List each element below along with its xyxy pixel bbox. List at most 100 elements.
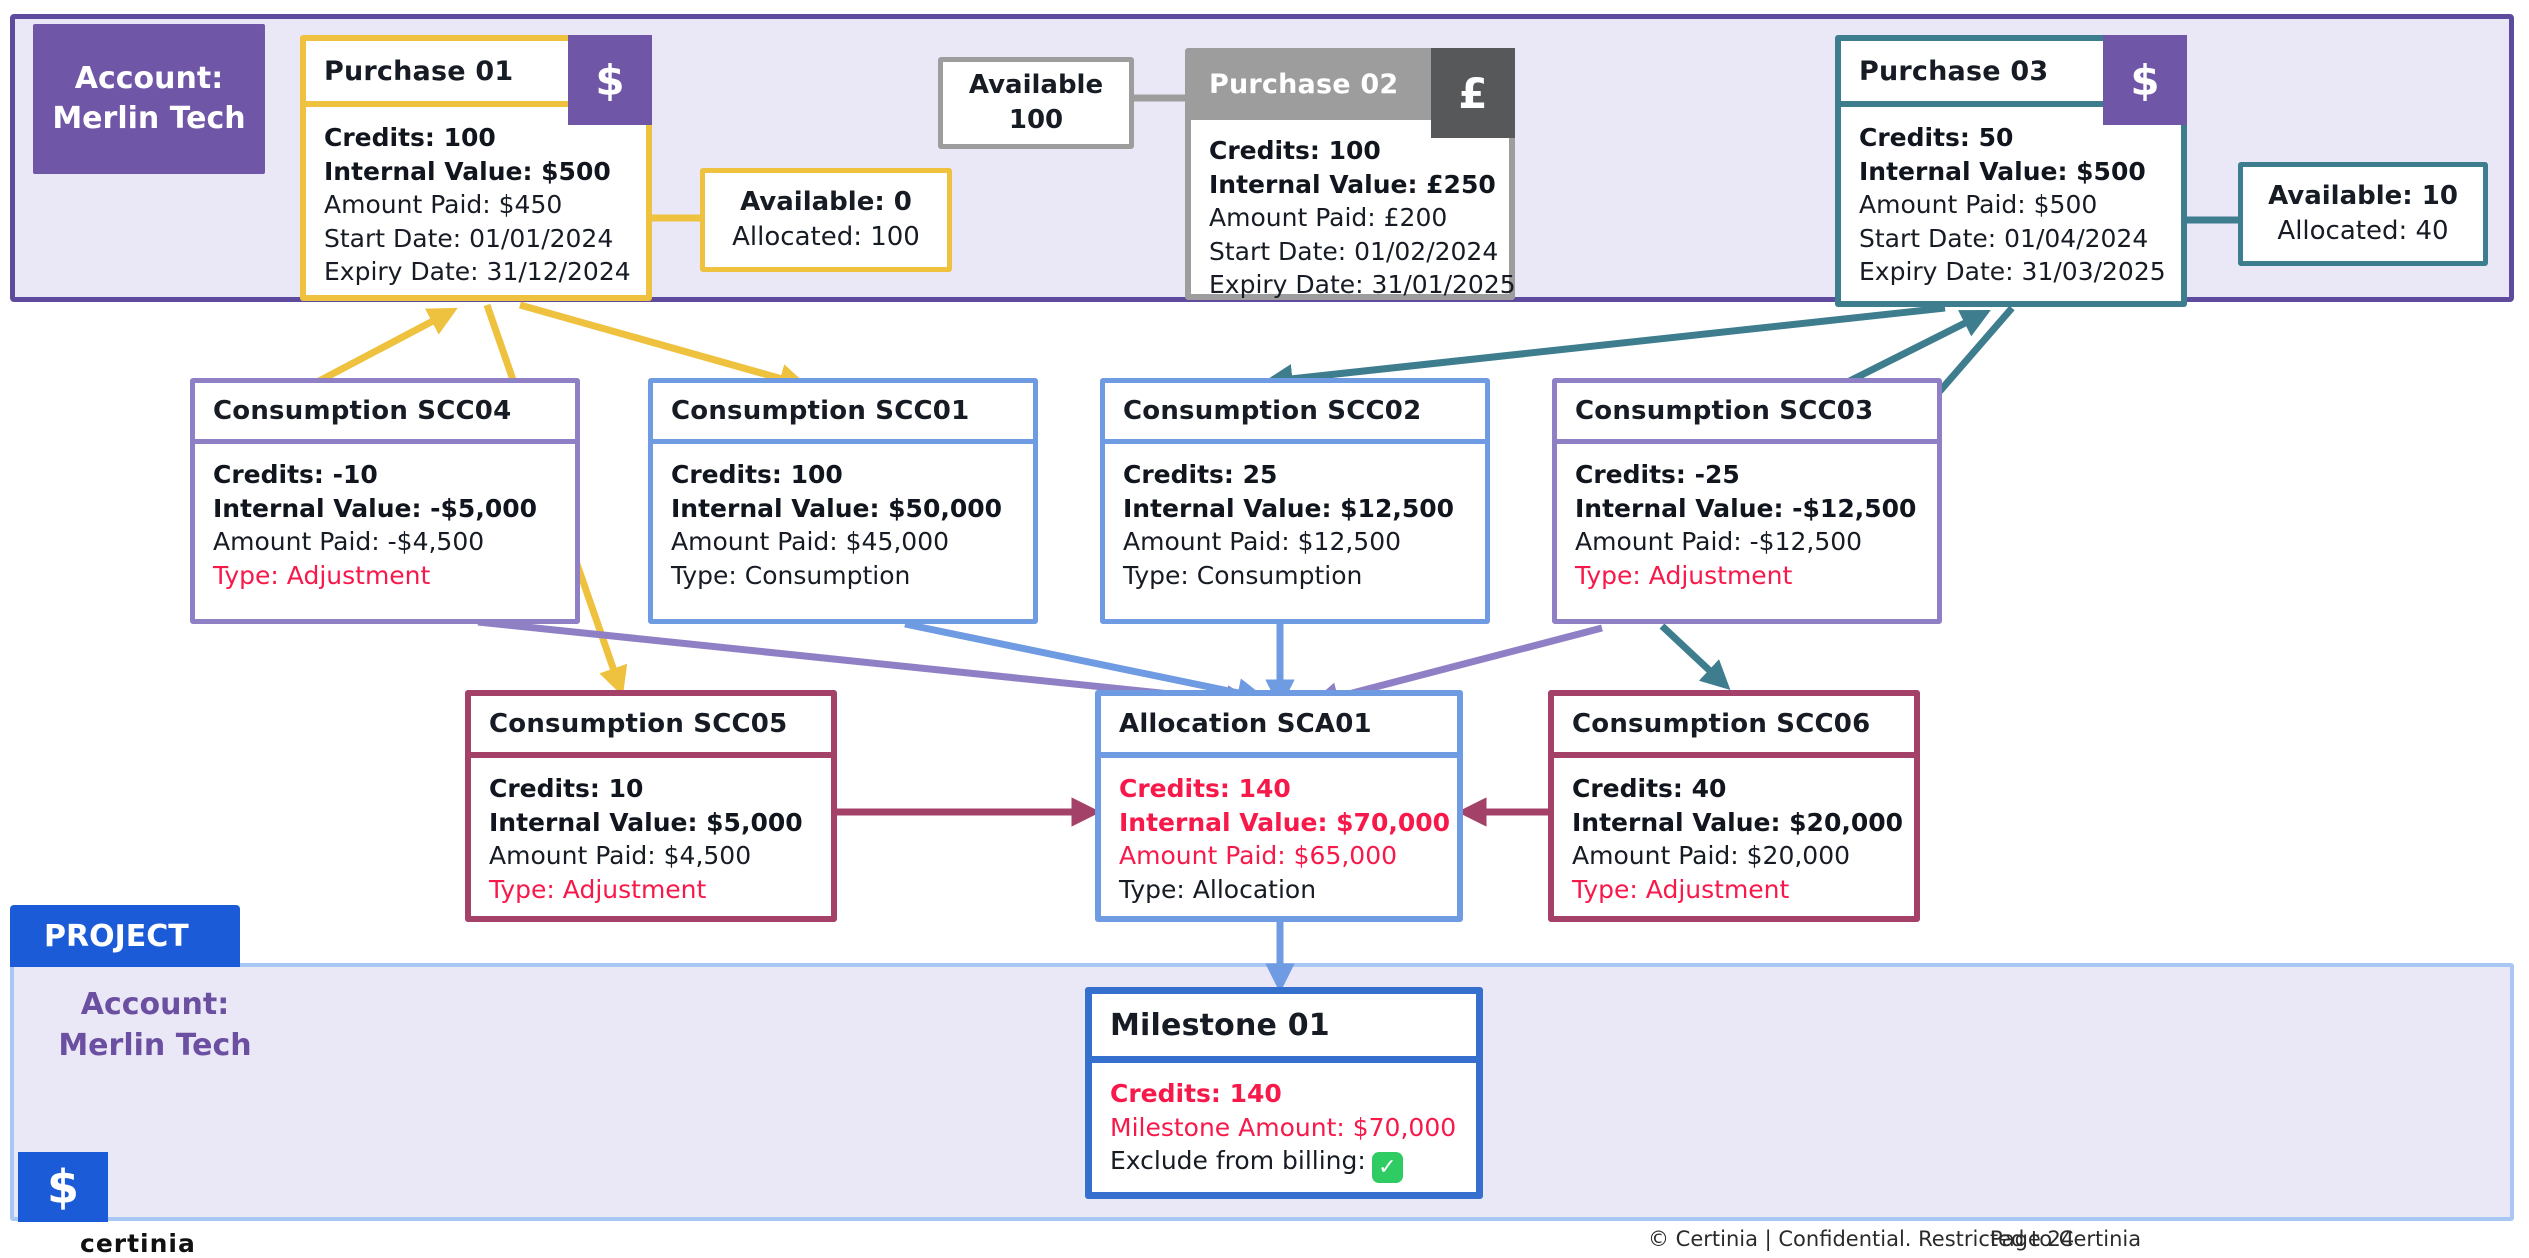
allocation-sca01-card: Allocation SCA01 Credits: 140 Internal V…: [1095, 690, 1463, 922]
p02-available-box: Available 100: [938, 57, 1134, 149]
purchase-02-card: Purchase 02 £ Credits: 100 Internal Valu…: [1185, 48, 1516, 300]
expiry-line: Expiry Date: 31/12/2024: [324, 257, 631, 286]
paid-line: Amount Paid: $4,500: [489, 841, 752, 870]
type-line: Type: Adjustment: [213, 560, 431, 590]
purchase-01-card: Purchase 01 $ Credits: 100 Internal Valu…: [300, 35, 652, 301]
consumption-scc04-card: Consumption SCC04 Credits: -10 Internal …: [190, 378, 580, 624]
internal-line: Internal Value: $500: [324, 156, 611, 186]
paid-line: Amount Paid: -$12,500: [1575, 527, 1863, 556]
credits-line: Credits: 140: [1119, 774, 1291, 803]
consumption-scc06-card: Consumption SCC06 Credits: 40 Internal V…: [1548, 690, 1920, 922]
milestone-body: Credits: 140 Milestone Amount: $70,000 E…: [1092, 1063, 1476, 1197]
internal-line: Internal Value: £250: [1209, 169, 1496, 199]
account-label-line1: Account:: [80, 987, 230, 1022]
paid-line: Amount Paid: $65,000: [1119, 841, 1398, 870]
scc04-body: Credits: -10 Internal Value: -$5,000 Amo…: [195, 444, 575, 606]
milestone-header: Milestone 01: [1092, 994, 1476, 1063]
dollar-glyph: $: [46, 1160, 79, 1214]
credits-line: Credits: 100: [1209, 136, 1381, 165]
scc05-body: Credits: 10 Internal Value: $5,000 Amoun…: [471, 758, 831, 920]
project-tab-label: PROJECT: [44, 918, 189, 954]
scc06-body: Credits: 40 Internal Value: $20,000 Amou…: [1554, 758, 1914, 920]
start-line: Start Date: 01/02/2024: [1209, 236, 1499, 266]
allocated-line: Allocated: 100: [732, 222, 920, 252]
scc02-header: Consumption SCC02: [1105, 383, 1485, 444]
account-label-top: Account: Merlin Tech: [33, 24, 265, 174]
scc05-header: Consumption SCC05: [471, 696, 831, 758]
credits-line: Credits: -10: [213, 460, 378, 489]
type-line: Type: Adjustment: [1572, 874, 1790, 904]
available-value: 100: [1008, 105, 1064, 135]
milestone-01-card: Milestone 01 Credits: 140 Milestone Amou…: [1085, 987, 1483, 1199]
account-label-line1: Account:: [74, 60, 224, 96]
card-title: Consumption SCC03: [1575, 396, 1874, 426]
scc03-header: Consumption SCC03: [1557, 383, 1937, 444]
consumption-scc02-card: Consumption SCC02 Credits: 25 Internal V…: [1100, 378, 1490, 624]
paid-line: Amount Paid: $450: [324, 190, 563, 219]
sca01-header: Allocation SCA01: [1101, 696, 1457, 758]
scc03-body: Credits: -25 Internal Value: -$12,500 Am…: [1557, 444, 1937, 606]
sca01-body: Credits: 140 Internal Value: $70,000 Amo…: [1101, 758, 1457, 920]
card-title: Consumption SCC05: [489, 709, 788, 739]
credits-line: Credits: 100: [324, 123, 496, 152]
dollar-badge-icon: $: [2103, 35, 2187, 125]
account-label-project: Account: Merlin Tech: [30, 985, 280, 1066]
card-title: Consumption SCC01: [671, 396, 970, 426]
purchase-02-body: Credits: 100 Internal Value: £250 Amount…: [1191, 120, 1516, 316]
paid-line: Amount Paid: $45,000: [671, 527, 950, 556]
internal-line: Internal Value: -$12,500: [1575, 493, 1917, 523]
certinia-logo: certinia: [80, 1229, 196, 1258]
available-line: Available: 0: [740, 186, 912, 217]
consumption-scc03-card: Consumption SCC03 Credits: -25 Internal …: [1552, 378, 1942, 624]
paid-line: Amount Paid: £200: [1209, 203, 1448, 232]
card-title: Milestone 01: [1110, 1007, 1330, 1043]
credits-line: Credits: 140: [1110, 1079, 1282, 1108]
purchase-03-body: Credits: 50 Internal Value: $500 Amount …: [1841, 107, 2181, 303]
expiry-line: Expiry Date: 31/01/2025: [1209, 270, 1516, 299]
internal-line: Internal Value: $70,000: [1119, 807, 1451, 837]
credits-line: Credits: 25: [1123, 460, 1278, 489]
card-title: Purchase 03: [1859, 55, 2049, 87]
paid-line: Amount Paid: $12,500: [1123, 527, 1402, 556]
start-line: Start Date: 01/04/2024: [1859, 223, 2149, 253]
credits-line: Credits: 50: [1859, 123, 2014, 152]
purchase-03-card: Purchase 03 $ Credits: 50 Internal Value…: [1835, 35, 2187, 307]
card-title: Purchase 02: [1209, 68, 1399, 100]
credits-line: Credits: 100: [671, 460, 843, 489]
type-line: Type: Allocation: [1119, 874, 1317, 904]
scc06-header: Consumption SCC06: [1554, 696, 1914, 758]
exclude-line: Exclude from billing:✓: [1110, 1144, 1458, 1184]
scc02-body: Credits: 25 Internal Value: $12,500 Amou…: [1105, 444, 1485, 606]
scc01-header: Consumption SCC01: [653, 383, 1033, 444]
dollar-badge-icon: $: [568, 35, 652, 125]
card-title: Allocation SCA01: [1119, 709, 1372, 739]
p03-available-box: Available: 10 Allocated: 40: [2238, 162, 2488, 266]
pound-badge-icon: £: [1431, 48, 1515, 138]
credits-line: Credits: -25: [1575, 460, 1740, 489]
account-label-line2: Merlin Tech: [58, 1027, 252, 1063]
internal-line: Internal Value: $50,000: [671, 493, 1003, 523]
purchase-01-header: Purchase 01: [306, 41, 646, 107]
paid-line: Amount Paid: $500: [1859, 190, 2098, 219]
type-line: Type: Consumption: [1123, 560, 1363, 590]
credits-line: Credits: 40: [1572, 774, 1727, 803]
card-title: Consumption SCC06: [1572, 709, 1871, 739]
internal-line: Internal Value: $5,000: [489, 807, 803, 837]
internal-line: Internal Value: $500: [1859, 156, 2146, 186]
exclude-label: Exclude from billing:: [1110, 1146, 1366, 1175]
paid-line: Amount Paid: $20,000: [1572, 841, 1851, 870]
scc01-body: Credits: 100 Internal Value: $50,000 Amo…: [653, 444, 1033, 606]
scc04-header: Consumption SCC04: [195, 383, 575, 444]
purchase-03-header: Purchase 03: [1841, 41, 2181, 107]
consumption-scc01-card: Consumption SCC01 Credits: 100 Internal …: [648, 378, 1038, 624]
checkbox-checked-icon: ✓: [1371, 1152, 1403, 1184]
purchase-01-body: Credits: 100 Internal Value: $500 Amount…: [306, 107, 646, 303]
account-label-line2: Merlin Tech: [52, 101, 246, 136]
p01-available-box: Available: 0 Allocated: 100: [700, 168, 952, 272]
internal-line: Internal Value: $12,500: [1123, 493, 1455, 523]
type-line: Type: Adjustment: [1575, 560, 1793, 590]
internal-line: Internal Value: $20,000: [1572, 807, 1904, 837]
card-title: Purchase 01: [324, 55, 514, 87]
type-line: Type: Consumption: [671, 560, 911, 590]
type-line: Type: Adjustment: [489, 874, 707, 904]
